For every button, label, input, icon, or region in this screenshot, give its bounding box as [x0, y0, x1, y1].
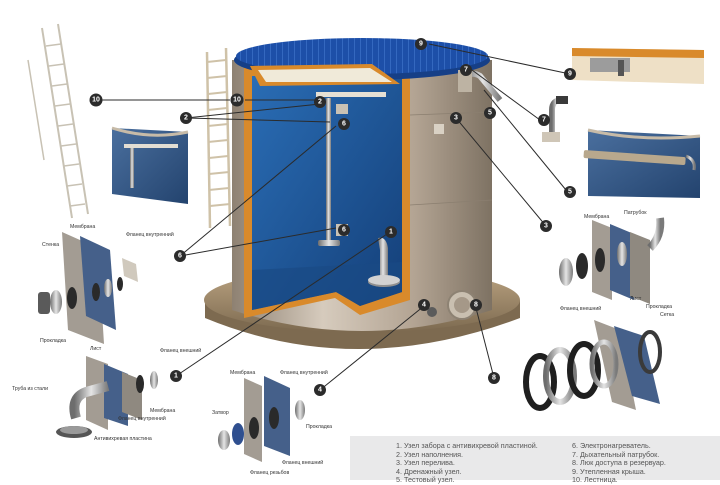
legend-item-4: 4. Дренажный узел. [396, 466, 462, 476]
svg-text:6: 6 [178, 253, 182, 260]
svg-text:10: 10 [92, 97, 100, 104]
marker-3-detail: 3 [540, 220, 552, 232]
svg-text:1: 1 [389, 229, 393, 236]
label-flange-outer-right: Фланец внешний [560, 305, 601, 312]
exploded-wall-penetration [38, 232, 138, 344]
svg-text:8: 8 [492, 375, 496, 382]
label-gasket-right: Прокладка [646, 304, 672, 310]
label-membrane-left: Мембрана [70, 224, 95, 230]
svg-text:4: 4 [318, 387, 322, 394]
legend-column-1: 1. Узел забора с антивихревой пластиной.… [396, 441, 538, 485]
inset-inlet-detail [111, 126, 189, 204]
label-membrane-right: Мембрана [584, 214, 609, 220]
exploded-drain-assembly [218, 376, 305, 462]
label-flange-outer-left: Фланец внешний [160, 347, 201, 354]
legend-item-9: 9. Утепленная крыша. [572, 466, 646, 476]
marker-10-tank-ladder: 10 [230, 93, 244, 107]
label-membrane-mid: Мембрана [230, 370, 255, 376]
marker-4-callout: 4 [314, 384, 326, 396]
ladder-detail [27, 23, 89, 219]
legend-item-8: 8. Люк доступа в резервуар. [572, 458, 666, 468]
legend-item-2: 2. Узел наполнения. [396, 449, 464, 459]
svg-text:3: 3 [544, 223, 548, 230]
svg-text:10: 10 [233, 97, 241, 104]
svg-text:1: 1 [174, 373, 178, 380]
marker-8-tank: 8 [470, 299, 482, 311]
svg-text:3: 3 [454, 115, 458, 122]
legend-item-3: 3. Узел перелива. [396, 458, 455, 468]
legend-item-1: 1. Узел забора с антивихревой пластиной. [396, 441, 538, 450]
label-flange-thread: Фланец резьбов [250, 470, 289, 476]
exploded-overflow-assembly [559, 217, 665, 304]
label-flange-inner-left2: Фланец внутренний [118, 415, 166, 422]
label-flange-outer-mid: Фланец внешний [282, 459, 323, 466]
label-sheet-left: Лист [90, 346, 102, 352]
label-gasket-mid: Прокладка [306, 424, 332, 430]
marker-2-inner: 2 [314, 96, 326, 108]
legend-column-2: 6. Электронагреватель. 7. Дыхательный па… [572, 441, 666, 485]
marker-3-tank: 3 [450, 112, 462, 124]
svg-text:6: 6 [342, 227, 346, 234]
legend-item-10: 10. Лестница. [572, 475, 618, 485]
svg-text:2: 2 [318, 99, 322, 106]
marker-7-detail: 7 [538, 114, 550, 126]
marker-6-upper: 6 [338, 118, 350, 130]
label-gasket-left: Прокладка [40, 338, 66, 344]
svg-text:4: 4 [422, 302, 426, 309]
marker-10-ladder: 10 [89, 93, 103, 107]
marker-1-callout: 1 [170, 370, 182, 382]
label-sheet-right: Лист [630, 296, 642, 302]
marker-6-callout: 6 [174, 250, 186, 262]
svg-text:5: 5 [568, 189, 572, 196]
marker-6-lower: 6 [338, 224, 350, 236]
label-pipe-steel: Труба из стали [12, 386, 48, 392]
label-gate: Затвор [212, 410, 229, 416]
label-nozzle-right: Патрубок [624, 210, 647, 216]
marker-9-detail: 9 [564, 68, 576, 80]
part-labels: Мембрана Фланец внутренний Стенка Прокла… [12, 210, 674, 476]
exploded-intake-assembly [56, 356, 158, 438]
label-membrane-left2: Мембрана [150, 408, 175, 414]
label-wall-left: Стенка [42, 242, 59, 248]
svg-text:9: 9 [419, 41, 423, 48]
breather-pipe-detail [542, 96, 568, 142]
legend-item-7: 7. Дыхательный патрубок. [572, 449, 660, 459]
legend-panel: 1. Узел забора с антивихревой пластиной.… [350, 436, 720, 484]
exploded-hatch-assembly [523, 320, 662, 411]
legend-item-5: 5. Тестовый узел. [396, 475, 455, 485]
legend-item-6: 6. Электронагреватель. [572, 441, 651, 450]
svg-text:8: 8 [474, 302, 478, 309]
label-anti-vortex: Антивихревая пластина [94, 436, 152, 442]
outer-fittings [427, 70, 503, 320]
leader-lines [96, 43, 571, 391]
tank-ladder [205, 47, 232, 229]
marker-4-tank: 4 [418, 299, 430, 311]
svg-text:2: 2 [184, 115, 188, 122]
svg-text:7: 7 [542, 117, 546, 124]
svg-text:6: 6 [342, 121, 346, 128]
svg-text:5: 5 [488, 110, 492, 117]
label-grid-right: Сетка [660, 312, 674, 318]
marker-5-tank: 5 [484, 107, 496, 119]
svg-text:9: 9 [568, 71, 572, 78]
label-flange-inner-mid: Фланец внутренний [280, 369, 328, 376]
roof-edge-detail [572, 48, 704, 84]
label-flange-inner-left: Фланец внутренний [126, 231, 174, 238]
intake-assembly [368, 237, 400, 287]
svg-text:7: 7 [464, 67, 468, 74]
inset-heater-detail [583, 128, 701, 198]
marker-7-tank: 7 [460, 64, 472, 76]
marker-9-roof: 9 [415, 38, 427, 50]
marker-2-fill: 2 [180, 112, 192, 124]
marker-8-callout: 8 [488, 372, 500, 384]
marker-1-intake: 1 [385, 226, 397, 238]
marker-5-detail: 5 [564, 186, 576, 198]
